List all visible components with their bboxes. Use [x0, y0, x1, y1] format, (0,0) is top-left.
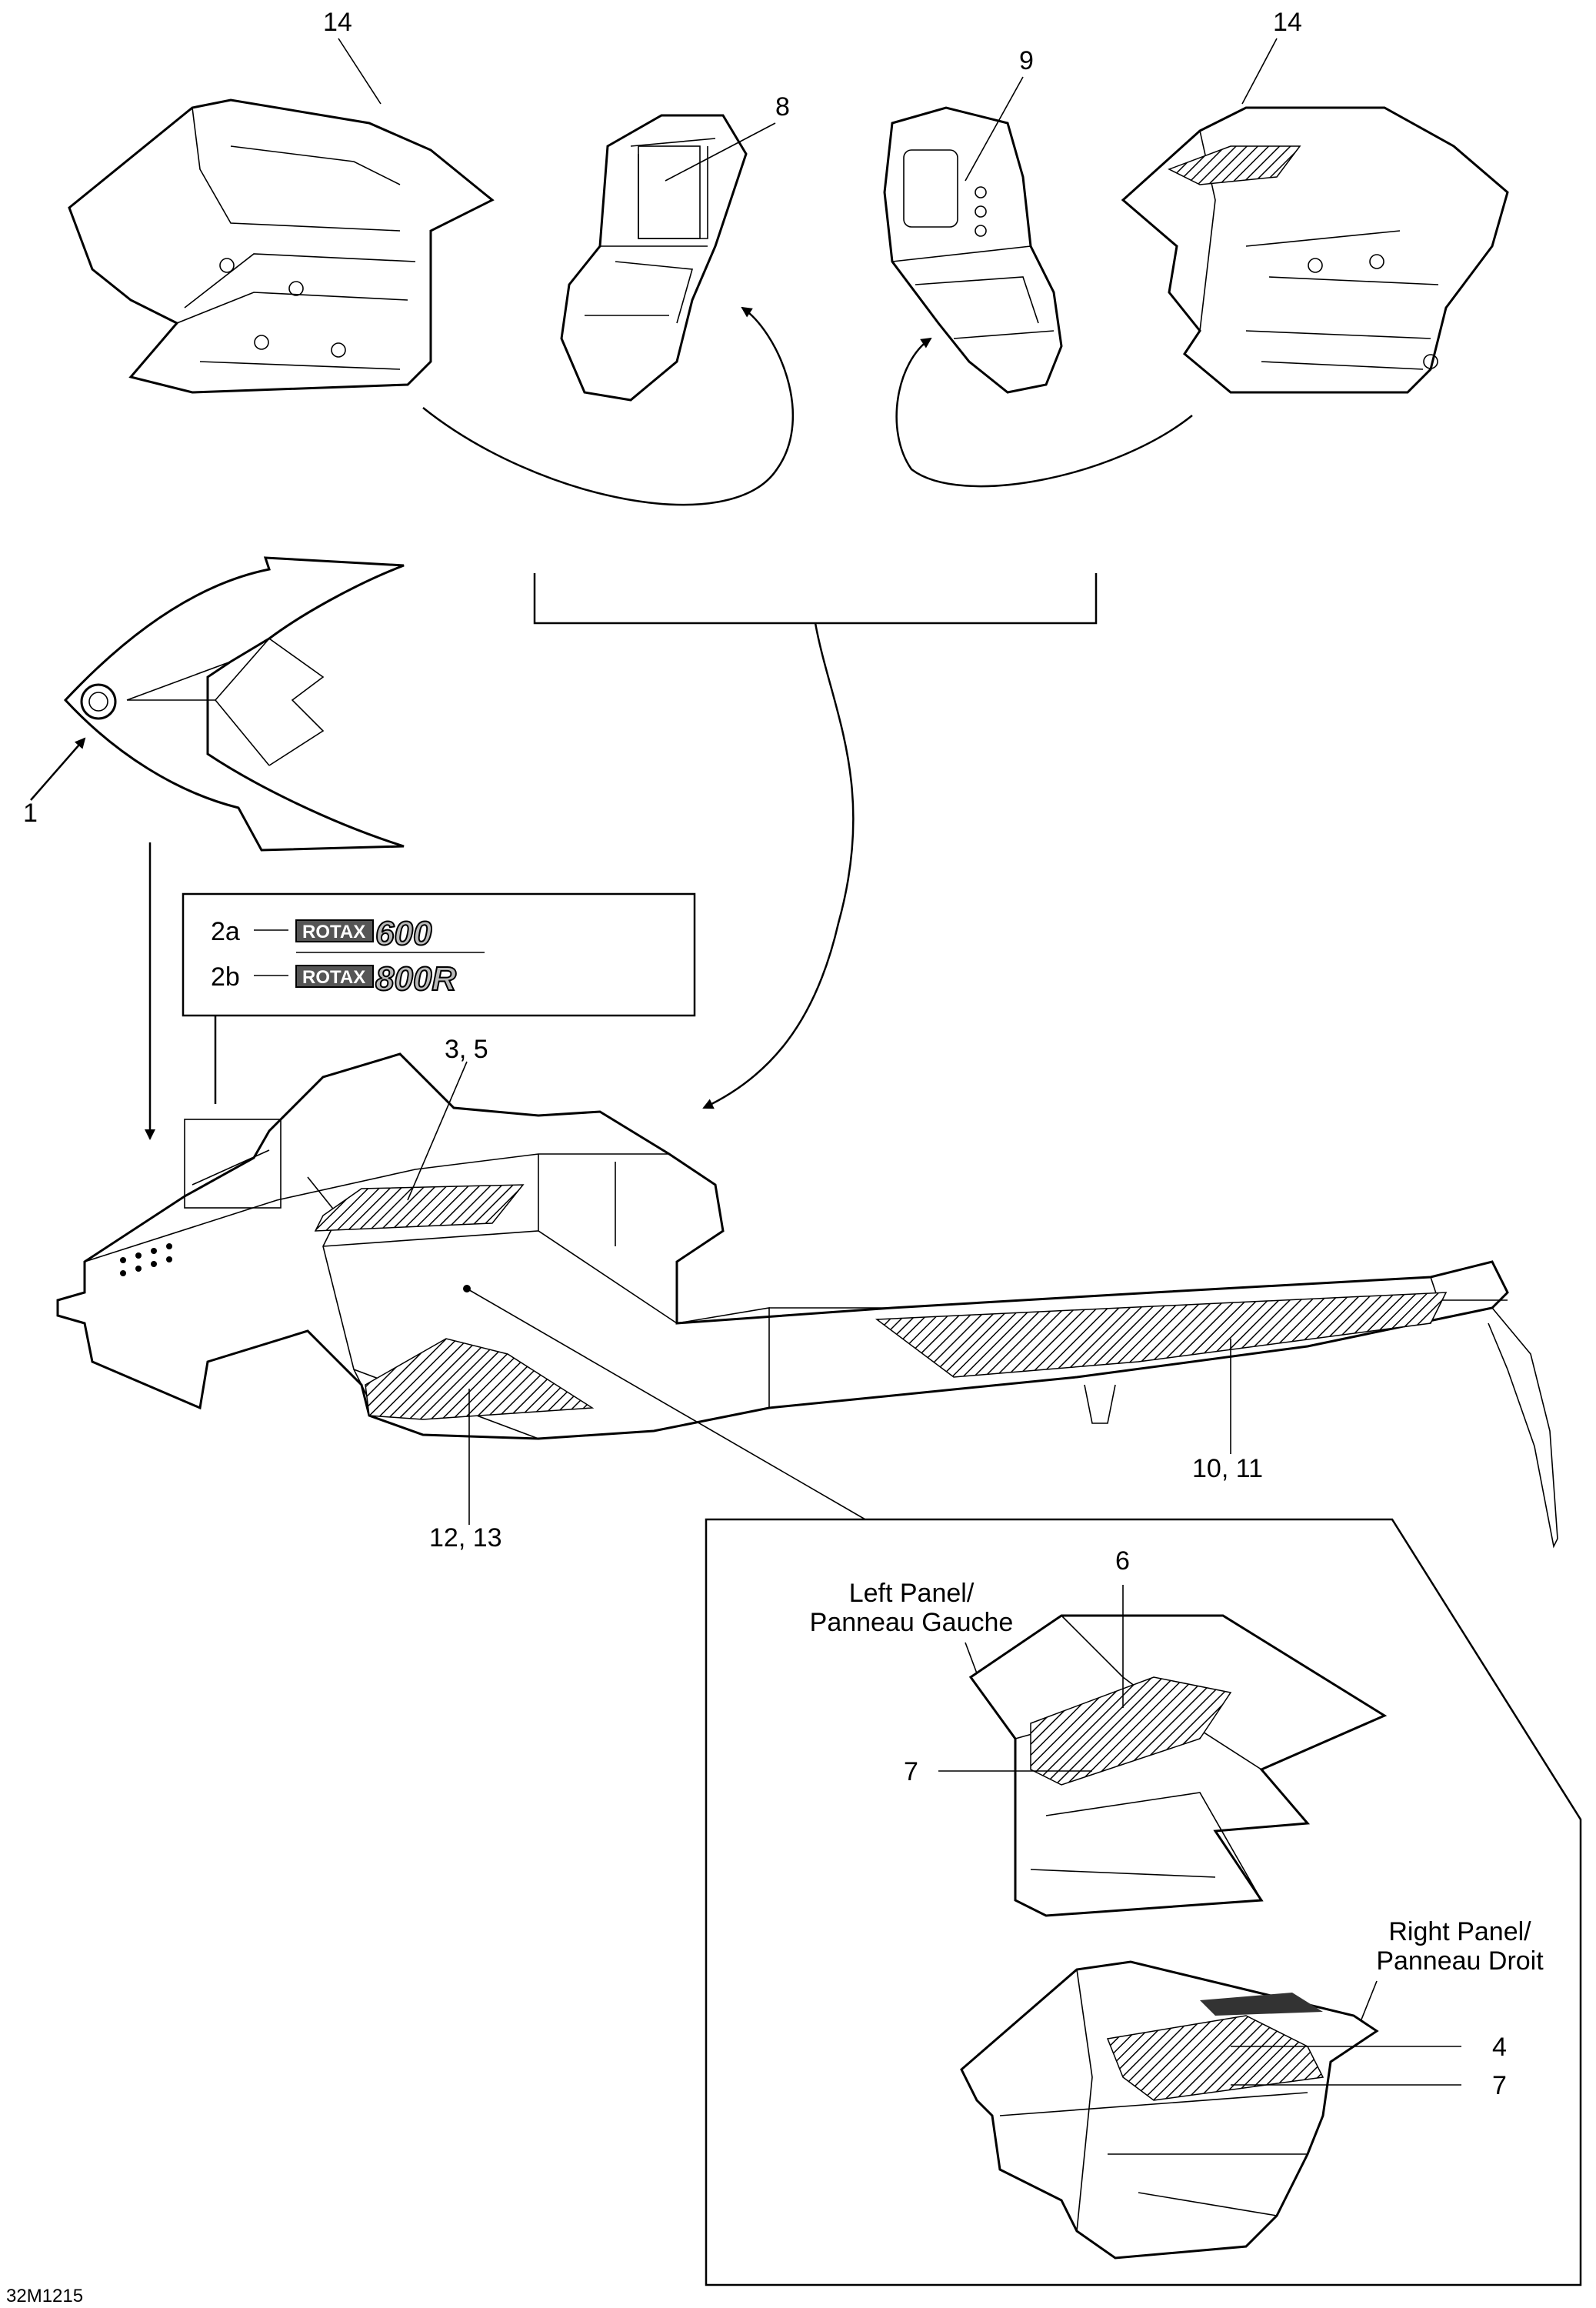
- snowmobile-body: [56, 1052, 1558, 1549]
- callout-7-left: 7: [904, 1757, 918, 1786]
- right-panel-label-en: Right Panel/: [1388, 1917, 1531, 1946]
- rotax-600-word: ROTAX: [302, 922, 365, 942]
- figure-code: 32M1215: [6, 2286, 83, 2306]
- decal-rotax-600: ROTAX 600: [295, 914, 433, 953]
- inner-panel-8: [560, 114, 748, 402]
- callout-4: 4: [1492, 2033, 1507, 2062]
- callout-1: 1: [23, 799, 38, 828]
- callout-9: 9: [1019, 46, 1034, 75]
- rotax-800r-number: 800R: [375, 960, 456, 998]
- side-panel-left-top: [68, 98, 495, 394]
- hood-nose: [63, 556, 405, 852]
- engine-decal-box: [182, 892, 696, 1017]
- callout-6: 6: [1115, 1546, 1130, 1576]
- decal-rotax-800r: ROTAX 800R: [295, 959, 457, 999]
- callout-10-11: 10, 11: [1192, 1454, 1263, 1483]
- right-panel-detail: [960, 1960, 1379, 2260]
- left-panel-detail: [968, 1614, 1388, 1917]
- callout-3-5: 3, 5: [445, 1035, 488, 1064]
- rotax-600-number: 600: [375, 915, 432, 952]
- callout-12-13: 12, 13: [429, 1523, 502, 1553]
- callout-8: 8: [775, 92, 790, 122]
- left-panel-label-en: Left Panel/: [849, 1579, 975, 1608]
- side-panel-right-top: [1121, 106, 1509, 394]
- engine-decal-location-box: [184, 1119, 282, 1209]
- left-panel-label-fr: Panneau Gauche: [810, 1608, 1014, 1637]
- callout-14-right: 14: [1273, 8, 1302, 37]
- inner-panel-9: [883, 106, 1063, 394]
- callout-2a: 2a: [211, 917, 240, 946]
- rotax-800r-word: ROTAX: [302, 967, 365, 988]
- callout-2b: 2b: [211, 962, 240, 992]
- right-panel-label-fr: Panneau Droit: [1376, 1946, 1544, 1976]
- callout-7-right: 7: [1492, 2071, 1507, 2100]
- detail-inset-box: [705, 1518, 1582, 2286]
- callout-14-left: 14: [323, 8, 352, 37]
